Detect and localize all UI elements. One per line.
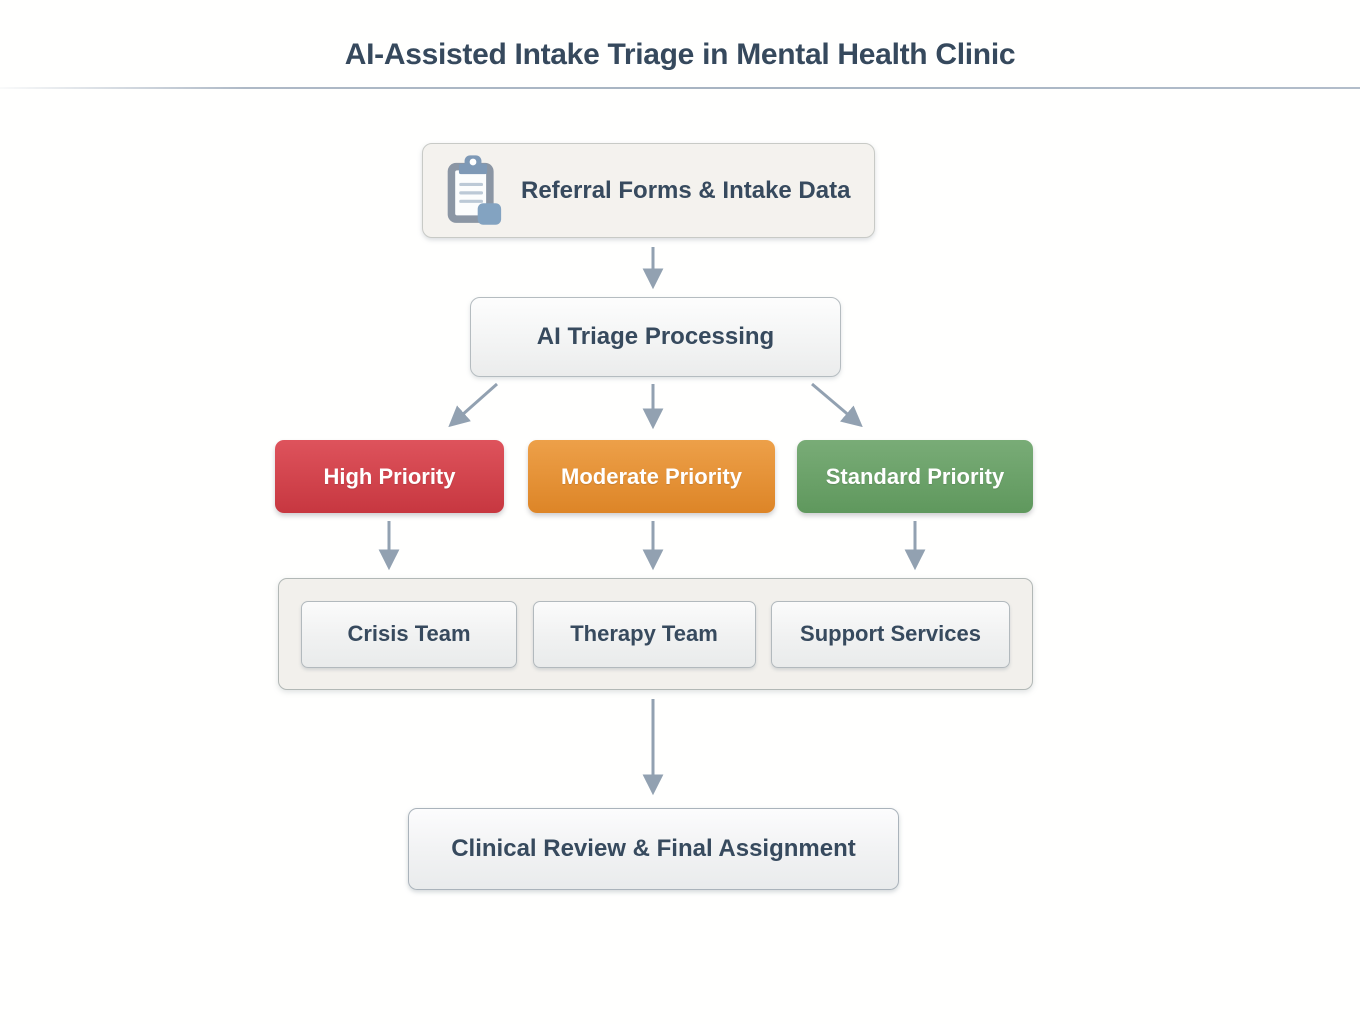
node-moderate-priority-label: Moderate Priority	[561, 463, 742, 489]
header-divider	[0, 87, 1360, 89]
node-standard-priority-label: Standard Priority	[825, 463, 1005, 489]
node-referral-label: Referral Forms & Intake Data	[521, 176, 851, 204]
arrow-triage-to-standard	[811, 382, 863, 428]
teams-group: Crisis Team Therapy Team Support Service…	[278, 578, 1033, 690]
node-referral-forms: Referral Forms & Intake Data	[422, 143, 875, 238]
node-clinical-review-label: Clinical Review & Final Assignment	[451, 835, 856, 862]
node-crisis-team: Crisis Team	[301, 600, 517, 668]
page-title: AI-Assisted Intake Triage in Mental Heal…	[344, 38, 1016, 71]
node-therapy-team: Therapy Team	[532, 600, 756, 668]
node-support-services: Support Services	[771, 600, 1010, 668]
node-support-services-label: Support Services	[800, 621, 981, 646]
arrow-triage-to-high	[448, 382, 498, 428]
node-high-priority-label: High Priority	[323, 463, 456, 489]
node-high-priority: High Priority	[275, 440, 504, 513]
node-triage-label: AI Triage Processing	[536, 323, 775, 350]
node-therapy-team-label: Therapy Team	[570, 621, 718, 646]
node-standard-priority: Standard Priority	[797, 440, 1033, 513]
node-triage-processing: AI Triage Processing	[470, 297, 841, 377]
node-moderate-priority: Moderate Priority	[528, 440, 775, 513]
node-clinical-review: Clinical Review & Final Assignment	[408, 808, 899, 890]
node-crisis-team-label: Crisis Team	[347, 621, 471, 646]
clipboard-icon	[443, 152, 503, 230]
